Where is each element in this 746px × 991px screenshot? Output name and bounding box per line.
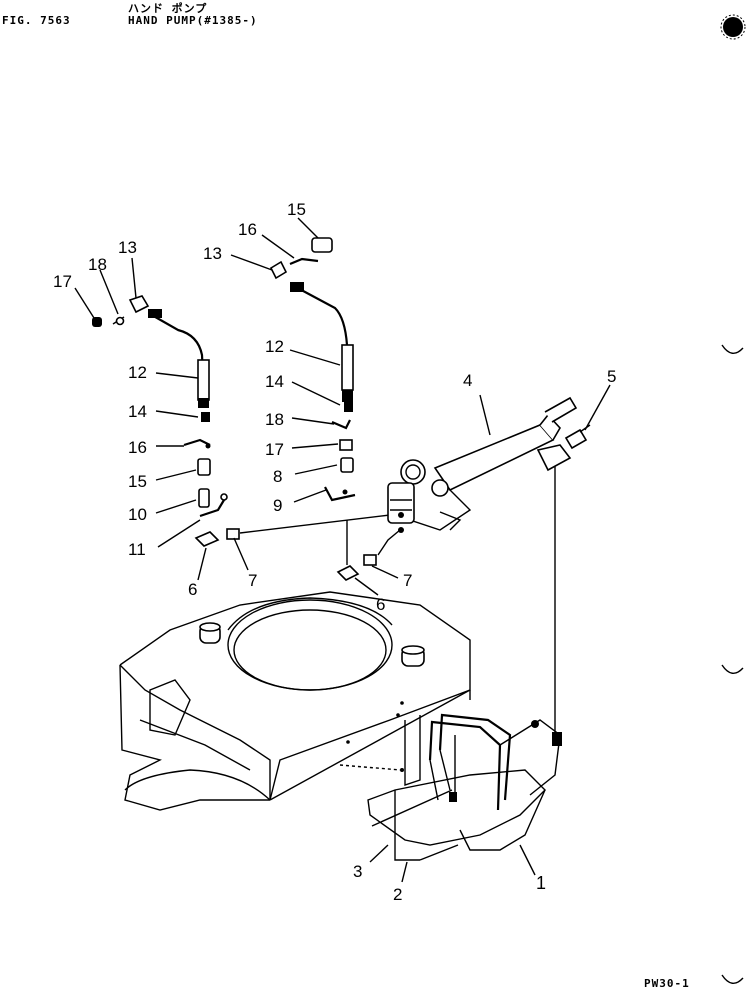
callout-1: 1 xyxy=(536,873,547,893)
page-code: PW30-1 xyxy=(644,977,690,990)
callout-13-left: 13 xyxy=(118,238,137,257)
hand-pump-assembly xyxy=(387,396,578,533)
callout-15-center: 15 xyxy=(287,200,306,219)
assembly-leader-line xyxy=(339,764,401,771)
binder-hole-mark xyxy=(721,344,744,354)
callout-2: 2 xyxy=(393,885,403,904)
binder-hole-mark xyxy=(721,974,744,984)
callout-15-left: 15 xyxy=(128,472,147,491)
assembly-leader-line xyxy=(239,514,391,534)
callout-8: 8 xyxy=(273,467,283,486)
callout-5: 5 xyxy=(607,367,617,386)
callout-6-right: 6 xyxy=(376,595,386,614)
callout-17-left: 17 xyxy=(53,272,72,291)
callout-16-left: 16 xyxy=(128,438,147,457)
binder-hole-mark xyxy=(721,664,744,674)
center-hose-column xyxy=(269,237,401,581)
title-jp: ハンド ポンプ xyxy=(128,2,208,15)
callout-17-center: 17 xyxy=(265,440,284,459)
diagram-title: HAND PUMP(#1385-) xyxy=(128,14,258,27)
assembly-leader-line xyxy=(371,789,453,827)
callout-12-center: 12 xyxy=(265,337,284,356)
callout-4: 4 xyxy=(463,371,473,390)
machine-frame xyxy=(119,591,471,811)
callout-3: 3 xyxy=(353,862,363,881)
callout-7-right: 7 xyxy=(403,571,413,590)
callout-7-left: 7 xyxy=(248,571,258,590)
callout-12-left: 12 xyxy=(128,363,147,382)
callout-11: 11 xyxy=(128,540,146,559)
callout-9: 9 xyxy=(273,496,283,515)
callout-18-left: 18 xyxy=(88,255,107,274)
callout-18-center: 18 xyxy=(265,410,284,429)
corner-stamp-mark xyxy=(720,14,746,40)
callout-14-left: 14 xyxy=(128,402,147,421)
figure-label: FIG. 7563 xyxy=(2,14,71,27)
left-hose-column xyxy=(92,295,240,547)
callout-10: 10 xyxy=(128,505,147,524)
callout-16-center: 16 xyxy=(238,220,257,239)
callout-leader-lines xyxy=(74,217,611,883)
pump-bracket-basket xyxy=(367,713,562,861)
callout-6-left: 6 xyxy=(188,580,198,599)
callout-13-center: 13 xyxy=(203,244,222,263)
callout-14-center: 14 xyxy=(265,372,284,391)
bolt-part-5 xyxy=(564,424,591,450)
